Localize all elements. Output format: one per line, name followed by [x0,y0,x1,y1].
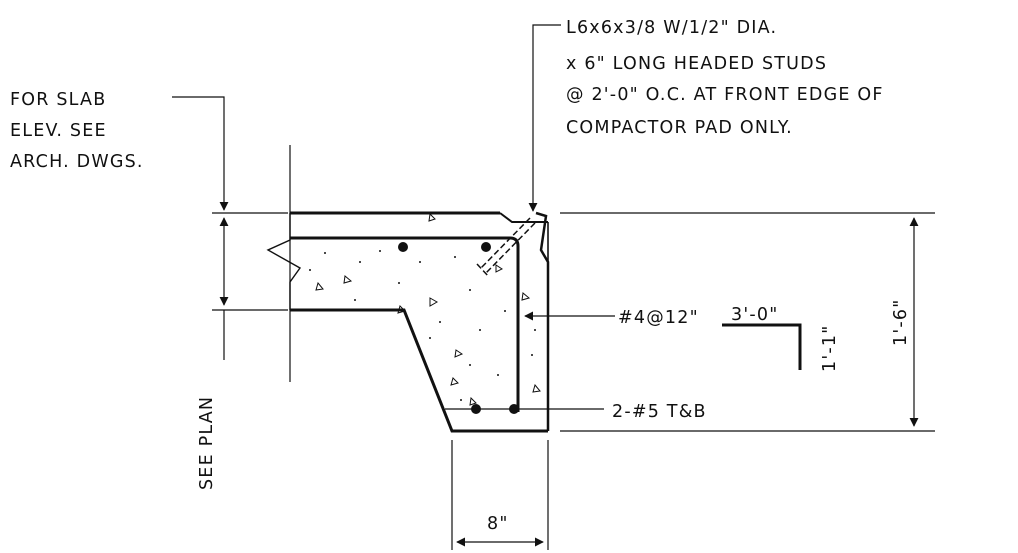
top-bar-dot-1 [398,242,408,252]
slab-note-line-1: FOR SLAB [10,90,106,110]
slab-note-line-3: ARCH. DWGS. [10,152,144,172]
slab-bottom-edge [290,308,548,433]
see-plan-label: SEE PLAN [197,396,217,490]
stirrup-label: #4@12" [618,308,699,328]
angle-note-line-4: COMPACTOR PAD ONLY. [566,118,793,138]
break-line [266,213,302,310]
steel-angle [476,212,549,278]
pad-side-edge [535,211,550,431]
headed-stud [476,217,536,278]
concrete-section [266,145,550,433]
top-bar-dot-2 [481,242,491,252]
angle-note-leader [528,24,561,212]
dimensions-and-leaders [172,24,935,550]
depth-label: 1'-6" [891,299,911,346]
angle-note-line-2: x 6" LONG HEADED STUDS [566,54,827,74]
angle-note-line-1: L6x6x3/8 W/1/2" DIA. [566,18,777,38]
width-label: 8" [487,514,509,534]
concrete-hatch [309,212,541,406]
slab-note-leader [172,96,229,211]
annotations: FOR SLAB ELEV. SEE ARCH. DWGS. L6x6x3/8 … [10,18,911,534]
angle-note-line-3: @ 2'-0" O.C. AT FRONT EDGE OF [566,85,884,105]
bar-bend-diagram [722,323,802,370]
bar-leg-label: 1'-1" [820,325,840,372]
slab-note-line-2: ELEV. SEE [10,121,107,141]
reinforcing [290,236,520,414]
bottom-bars-label: 2-#5 T&B [612,402,707,422]
top-bar [290,236,520,412]
bar-length-label: 3'-0" [731,305,778,325]
